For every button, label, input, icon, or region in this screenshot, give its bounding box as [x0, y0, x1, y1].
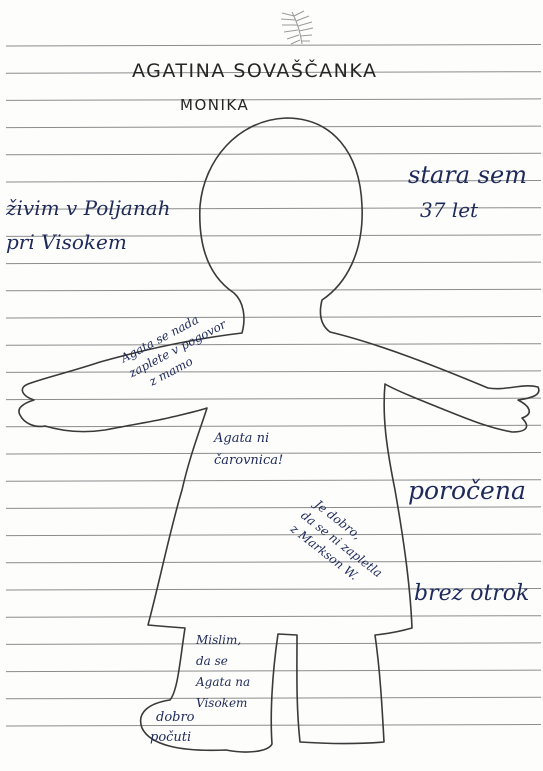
children-status: brez otrok: [414, 583, 529, 605]
witch-note-line: Agata ni: [214, 428, 283, 450]
leg-note-line: Agata na: [196, 672, 250, 693]
ruled-line: [6, 507, 541, 509]
ruled-line: [6, 262, 541, 264]
ruled-line: [6, 317, 541, 319]
ruled-line: [6, 153, 541, 155]
residence-note-cont: pri Visokem: [6, 232, 127, 252]
leg-note-line: da se: [196, 651, 250, 672]
leg-note-line: Visokem: [196, 693, 250, 714]
ruled-line: [6, 643, 541, 645]
ruled-line: [6, 99, 541, 101]
ruled-line: [6, 45, 541, 47]
ruled-lines: [6, 45, 541, 727]
foot-note-line: dobro: [150, 708, 195, 728]
ruled-line: [6, 371, 541, 373]
page-title: AGATINA SOVAŠČANKA: [132, 60, 378, 82]
fern-leaf-icon: [281, 11, 313, 44]
foot-note-line: počuti: [150, 728, 195, 748]
marital-status: poročena: [408, 478, 526, 503]
leg-note: Mislim, da se Agata na Visokem: [196, 630, 250, 714]
ruled-line: [6, 697, 541, 699]
ruled-line: [6, 725, 541, 727]
age-value: 37 let: [420, 200, 478, 220]
ruled-line: [6, 425, 541, 427]
ruled-line: [6, 398, 541, 400]
age-note: stara sem: [408, 163, 527, 187]
ruled-line: [6, 561, 541, 563]
witch-note: Agata ni čarovnica!: [214, 428, 283, 472]
witch-note-line: čarovnica!: [214, 450, 283, 472]
ruled-line: [6, 616, 541, 618]
ruled-line: [6, 534, 541, 536]
ruled-line: [6, 126, 541, 128]
ruled-line: [6, 344, 541, 346]
foot-note: dobro počuti: [150, 708, 195, 748]
leg-note-line: Mislim,: [196, 630, 250, 651]
page-subtitle: MONIKA: [180, 96, 249, 114]
ruled-line: [6, 289, 541, 291]
residence-note: živim v Poljanah: [6, 198, 171, 218]
